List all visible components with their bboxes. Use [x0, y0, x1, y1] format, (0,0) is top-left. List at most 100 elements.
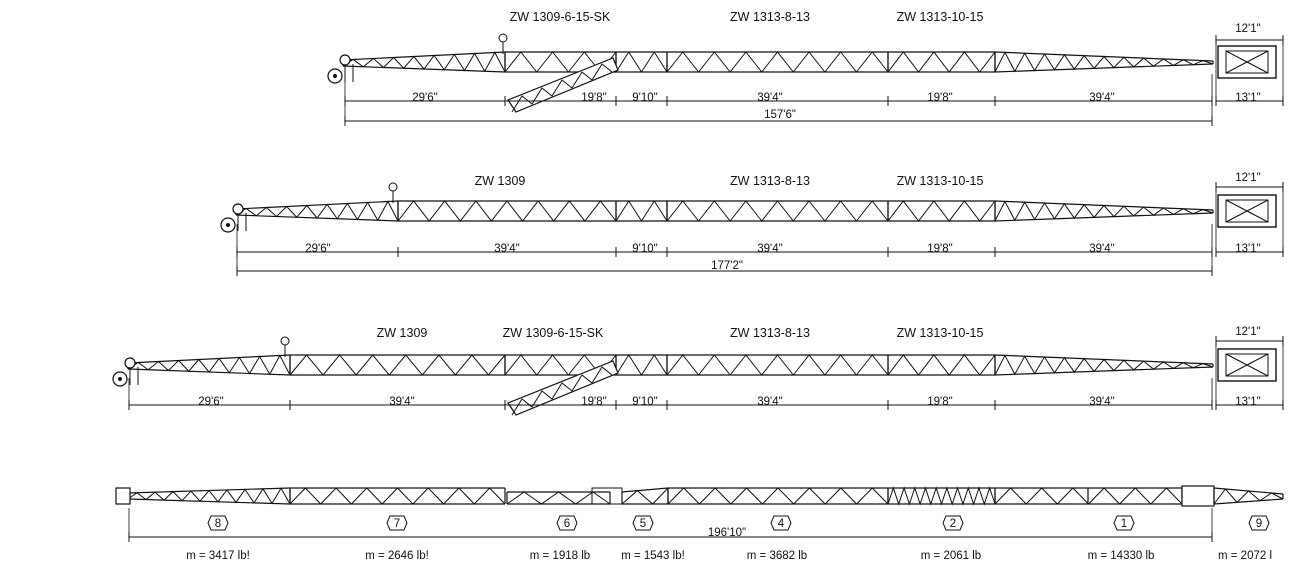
section-label: ZW 1309 — [475, 174, 526, 188]
truss-section — [666, 354, 889, 376]
segment-dim: 9'10" — [632, 243, 657, 255]
head-inner — [1225, 199, 1269, 223]
truss-section — [1213, 487, 1284, 505]
segment-dim: 39'4" — [1089, 396, 1114, 408]
sheave-hub — [118, 377, 122, 381]
segment-dim: 39'4" — [757, 243, 782, 255]
lacing — [667, 487, 889, 505]
section-label: ZW 1313-10-15 — [897, 10, 984, 24]
component-marker: 7 — [386, 515, 408, 531]
configuration-1: ZW 1309-6-15-SK ZW 1313-8-13 ZW 1313-10-… — [412, 10, 1260, 121]
truss-section — [666, 200, 889, 222]
head-brace — [1225, 199, 1269, 223]
truss-section — [666, 51, 889, 73]
truss-section — [289, 487, 506, 505]
truss-section — [887, 354, 996, 376]
truss-drawings — [112, 33, 1284, 507]
component-number: 1 — [1121, 518, 1127, 530]
head-length-dim: 13'1" — [1235, 396, 1260, 408]
segment-dim: 29'6" — [412, 92, 437, 104]
lacing — [127, 487, 291, 505]
section-label: ZW 1313-8-13 — [730, 326, 810, 340]
segment-dim: 29'6" — [305, 243, 330, 255]
segment-dim: 19'8" — [927, 92, 952, 104]
total-length-dim: 196'10" — [708, 527, 746, 539]
truss-section — [506, 491, 611, 505]
lacing — [289, 487, 506, 505]
component-mass: m = 1918 lb — [530, 550, 590, 562]
lacing — [615, 354, 668, 376]
truss-section — [342, 51, 506, 73]
truss-section — [615, 354, 668, 376]
component-number: 6 — [564, 518, 570, 530]
section-label: ZW 1309-6-15-SK — [510, 10, 611, 24]
lacing — [666, 200, 889, 222]
lacing — [887, 200, 996, 222]
boom-head — [1217, 348, 1277, 382]
tip-sheave — [327, 54, 354, 84]
component-number: 8 — [215, 518, 221, 530]
segment-dim: 39'4" — [1089, 92, 1114, 104]
transport-tip — [115, 487, 131, 505]
bottom-chord — [994, 212, 1214, 222]
segment-dim: 39'4" — [1089, 243, 1114, 255]
tip-sheave — [112, 357, 139, 387]
bottom-chord — [994, 366, 1214, 376]
component-marker: 5 — [632, 515, 654, 531]
head-length-dim: 13'1" — [1235, 92, 1260, 104]
anemometer-mast — [498, 33, 508, 54]
transport-head — [1181, 485, 1215, 507]
folded-section — [507, 360, 619, 416]
lacing — [235, 200, 399, 222]
segment-dim: 39'4" — [494, 243, 519, 255]
lacing — [615, 51, 668, 73]
truss-section — [289, 354, 506, 376]
head-width-dim: 12'1" — [1235, 326, 1260, 338]
lacing — [887, 354, 996, 376]
mast-disc — [280, 336, 290, 346]
section-label: ZW 1309-6-15-SK — [503, 326, 604, 340]
marker-frame — [1248, 515, 1270, 531]
section-label: ZW 1313-8-13 — [730, 10, 810, 24]
truss-section — [994, 200, 1214, 222]
section-label: ZW 1313-8-13 — [730, 174, 810, 188]
lacing — [887, 486, 996, 506]
component-mass: m = 2646 lb! — [365, 550, 429, 562]
component-number: 2 — [950, 518, 956, 530]
boom-head — [1217, 194, 1277, 228]
section-label: ZW 1313-10-15 — [897, 326, 984, 340]
section-label: ZW 1309 — [377, 326, 428, 340]
truss-section — [621, 487, 669, 505]
bottom-chord — [994, 63, 1214, 73]
component-number: 4 — [778, 518, 785, 530]
lacing — [887, 51, 996, 73]
truss-section — [887, 200, 996, 222]
anemometer-mast — [280, 336, 290, 357]
total-length-dim: 177'2" — [711, 260, 743, 272]
marker-frame — [207, 515, 229, 531]
head-length-dim: 13'1" — [1235, 243, 1260, 255]
boom-head — [1217, 45, 1277, 79]
component-marker: 8 — [207, 515, 229, 531]
marker-frame — [386, 515, 408, 531]
lacing — [666, 51, 889, 73]
segment-dim: 29'6" — [198, 396, 223, 408]
segment-dim: 19'8" — [927, 396, 952, 408]
component-mass: m = 1543 lb! — [621, 550, 685, 562]
section-label: ZW 1313-10-15 — [897, 174, 984, 188]
head-frame — [1217, 348, 1277, 382]
component-mass: m = 2072 l — [1218, 550, 1272, 562]
top-chord — [621, 487, 669, 493]
lacing — [621, 487, 669, 505]
component-marker: 2 — [942, 515, 964, 531]
truss-section — [127, 487, 291, 505]
head-frame — [1217, 45, 1277, 79]
sheave-hub — [333, 74, 337, 78]
lacing — [1213, 488, 1284, 505]
truss-section — [235, 200, 399, 222]
lacing — [994, 354, 1214, 376]
lacing — [615, 200, 668, 222]
